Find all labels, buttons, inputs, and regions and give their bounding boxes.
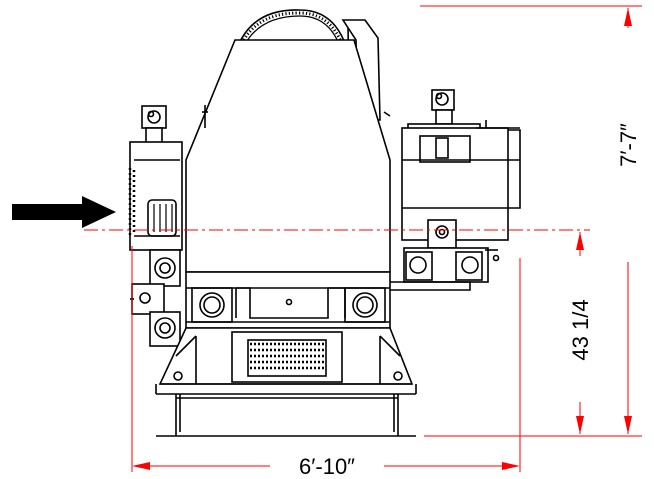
total-height-label: 7′-7″ (616, 123, 641, 167)
right-motor (390, 89, 521, 291)
pedestal (155, 327, 417, 437)
inlet-arrow (12, 196, 116, 228)
left-lower-parts (130, 249, 181, 347)
left-bracket-top (141, 105, 167, 145)
left-control-box (128, 141, 183, 251)
machine-outline (128, 9, 521, 437)
centerline-height-label: 43 1/4 (568, 299, 593, 360)
main-body (185, 39, 391, 273)
base-frame (185, 271, 391, 329)
dimension-arrowheads (132, 8, 632, 470)
width-dimension-label: 6′-10″ (299, 454, 355, 479)
